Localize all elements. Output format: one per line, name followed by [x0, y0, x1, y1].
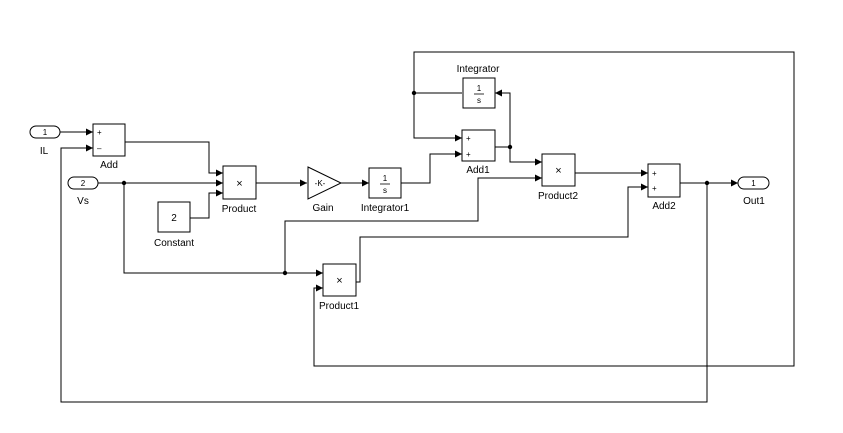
gain-label: Gain [312, 203, 333, 214]
gain-block[interactable]: -K- Gain [307, 166, 343, 214]
wire-integrator1-to-add1[interactable] [401, 150, 462, 184]
integrator1-denominator: s [383, 186, 387, 195]
wire-constant-to-product[interactable] [190, 189, 223, 219]
junction-add1-output [507, 144, 513, 150]
product2-block[interactable]: × Product2 [538, 153, 578, 202]
integrator-denominator: s [477, 96, 481, 105]
junction-out [704, 180, 710, 186]
add2-block[interactable]: + + Add2 [647, 163, 681, 212]
constant-block[interactable]: 2 Constant [154, 201, 194, 249]
add1-label: Add1 [466, 165, 490, 176]
product-symbol: × [236, 178, 242, 190]
add2-label: Add2 [652, 201, 676, 212]
product-label: Product [222, 204, 257, 215]
outport-out1-label: Out1 [743, 196, 765, 207]
inport-vs-number: 2 [81, 179, 86, 188]
inport-vs-label: Vs [77, 196, 89, 207]
outport-out1-number: 1 [751, 179, 756, 188]
add-sign-bottom: – [97, 144, 102, 153]
add-sign-top: + [97, 128, 102, 137]
wire-integrator-to-add1[interactable] [413, 92, 462, 142]
wire-add-to-product[interactable] [125, 141, 223, 177]
product-block[interactable]: × Product [222, 165, 257, 215]
integrator-numerator: 1 [477, 84, 482, 93]
product1-label: Product1 [319, 301, 359, 312]
constant-value: 2 [171, 213, 177, 224]
outport-out1[interactable]: 1 Out1 [737, 176, 770, 207]
inport-il-label: IL [40, 146, 49, 157]
add1-block[interactable]: + + Add1 [461, 129, 496, 176]
add2-sign-top: + [652, 169, 657, 178]
junction-product1-input [282, 270, 288, 276]
gain-value: -K- [315, 179, 326, 188]
integrator-label: Integrator [457, 64, 500, 75]
product1-block[interactable]: × Product1 [319, 263, 359, 312]
wire-vs-to-product1[interactable] [123, 183, 323, 277]
signal-lines [60, 51, 795, 403]
constant-label: Constant [154, 238, 194, 249]
inport-il[interactable]: 1 IL [29, 125, 61, 157]
product1-symbol: × [336, 275, 342, 287]
inport-il-number: 1 [43, 128, 48, 137]
product2-symbol: × [555, 165, 561, 177]
wire-add1-to-product2[interactable] [495, 146, 542, 166]
integrator-block[interactable]: 1 s Integrator [457, 64, 500, 109]
integrator1-block[interactable]: 1 s Integrator1 [361, 167, 410, 214]
add-block[interactable]: + – Add [92, 123, 126, 171]
junction-dots [121, 90, 710, 276]
integrator1-label: Integrator1 [361, 203, 410, 214]
integrator1-numerator: 1 [383, 174, 388, 183]
junction-integrator-output [411, 90, 417, 96]
add1-sign-bottom: + [466, 150, 471, 159]
inport-vs[interactable]: 2 Vs [67, 176, 99, 207]
wire-product1-to-add2[interactable] [356, 183, 648, 283]
add-label: Add [100, 160, 118, 171]
junction-vs [121, 180, 127, 186]
add2-sign-bottom: + [652, 184, 657, 193]
wire-out-to-add-feedback[interactable] [60, 144, 708, 403]
product2-label: Product2 [538, 191, 578, 202]
wire-add1-to-integrator[interactable] [495, 89, 511, 147]
wire-vs-to-product2[interactable] [284, 174, 542, 273]
wire-out-to-integrator-loop[interactable] [313, 51, 795, 367]
add1-sign-top: + [466, 134, 471, 143]
